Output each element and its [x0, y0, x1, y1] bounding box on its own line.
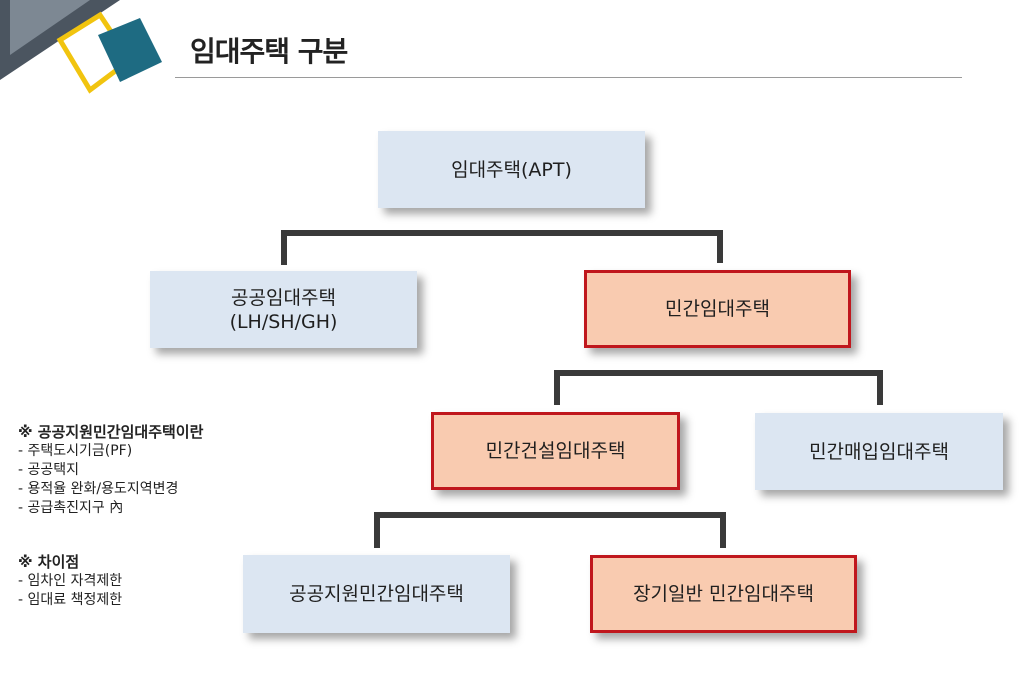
node-private-construction-label: 민간건설임대주택	[485, 440, 626, 462]
node-private-construction-rental: 민간건설임대주택	[431, 412, 680, 490]
node-public-support-private-rental: 공공지원민간임대주택	[243, 555, 510, 633]
note-definition-item: - 공급촉진지구 內	[18, 500, 124, 516]
note-definition-item: - 공공택지	[18, 462, 80, 478]
node-long-term-private-label: 장기일반 민간임대주택	[633, 583, 814, 605]
note-difference-heading: ※ 차이점	[18, 553, 80, 571]
note-definition-heading: ※ 공공지원민간임대주택이란	[18, 423, 204, 441]
node-public-rental: 공공임대주택 (LH/SH/GH)	[150, 271, 417, 348]
node-public-rental-label: 공공임대주택	[231, 286, 336, 309]
note-definition-item: - 용적율 완화/용도지역변경	[18, 481, 179, 497]
note-definition: ※ 공공지원민간임대주택이란 - 주택도시기금(PF) - 공공택지 - 용적율…	[18, 423, 203, 518]
note-difference-item: - 임차인 자격제한	[18, 573, 123, 589]
connector-root-to-children	[281, 230, 723, 265]
node-public-rental-sublabel: (LH/SH/GH)	[229, 310, 338, 333]
note-definition-item: - 주택도시기금(PF)	[18, 443, 133, 459]
note-difference-item: - 임대료 책정제한	[18, 592, 123, 608]
node-private-rental-label: 민간임대주택	[665, 298, 770, 320]
note-difference: ※ 차이점 - 임차인 자격제한 - 임대료 책정제한	[18, 553, 122, 610]
root-node-label: 임대주택(APT)	[451, 158, 572, 181]
title-divider	[175, 77, 962, 78]
node-private-purchase-label: 민간매입임대주택	[809, 440, 949, 463]
connector-private-to-children	[554, 370, 883, 405]
node-long-term-private-rental: 장기일반 민간임대주택	[590, 555, 857, 633]
page-title: 임대주택 구분	[190, 35, 348, 68]
connector-construction-to-children	[374, 512, 726, 548]
root-node-rental-housing: 임대주택(APT)	[378, 131, 645, 208]
corner-decoration	[0, 0, 162, 94]
node-public-support-private-label: 공공지원민간임대주택	[289, 583, 464, 605]
node-private-rental: 민간임대주택	[584, 270, 851, 348]
node-private-purchase-rental: 민간매입임대주택	[755, 413, 1003, 490]
